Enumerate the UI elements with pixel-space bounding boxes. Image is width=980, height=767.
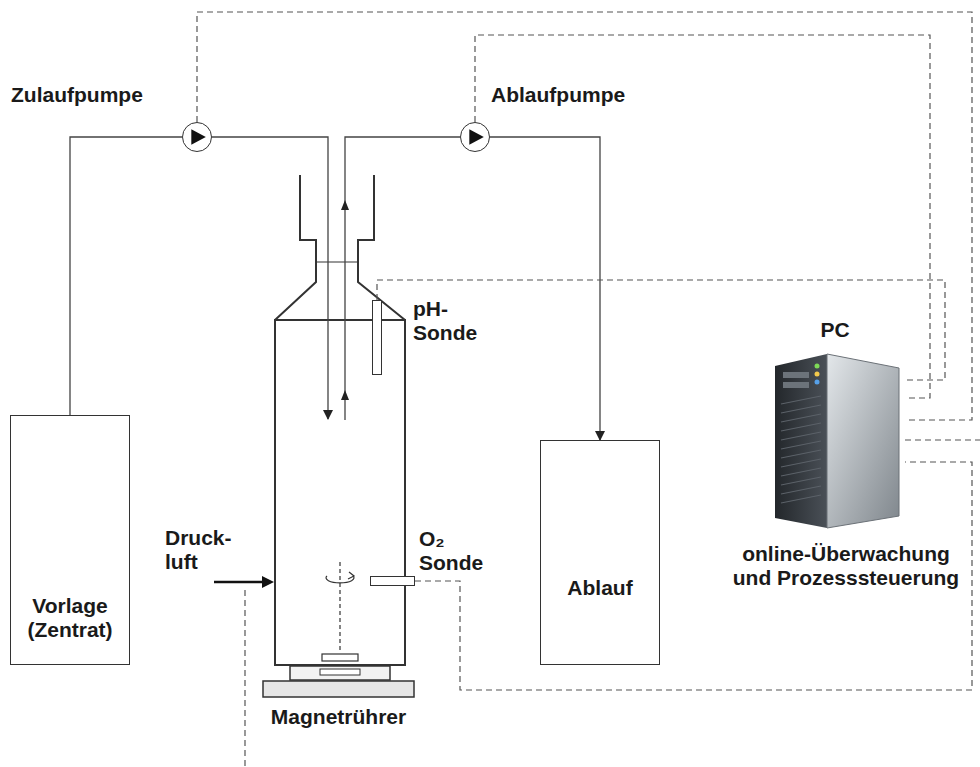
node-label: Vorlage (Zentrat) xyxy=(17,594,123,642)
effluent-pump: Ablaufpumpe xyxy=(460,122,490,152)
feed-pipe xyxy=(70,137,182,415)
node-label: PC xyxy=(765,318,905,342)
node-label: O₂ Sonde xyxy=(419,527,485,575)
stirrer-bar xyxy=(322,562,358,661)
node-label: Ablaufpumpe xyxy=(491,83,625,107)
computer: PConline-Überwachung und Prozesssteuerun… xyxy=(765,352,905,530)
stirrer-plate xyxy=(262,665,415,698)
signal-line xyxy=(197,12,972,420)
effluent-tank: Ablauf xyxy=(540,440,660,665)
ph-probe: pH- Sonde xyxy=(372,300,382,375)
reactor-vessel xyxy=(275,175,405,665)
node-label: Zulaufpumpe xyxy=(11,83,143,107)
pump-symbol xyxy=(461,123,489,151)
node-label: online-Überwachung und Prozesssteuerung xyxy=(728,542,964,590)
magnetic-stirrer: Magnetrührer xyxy=(262,665,415,698)
o2-probe: O₂ Sonde xyxy=(370,576,415,586)
label-text: Druck- luft xyxy=(165,526,237,574)
flow-arrows xyxy=(341,200,349,400)
compressed-air-inlet xyxy=(214,576,274,767)
computer-icon xyxy=(765,352,905,530)
node-label: Ablauf xyxy=(547,576,653,600)
feed-pump: Zulaufpumpe xyxy=(182,122,212,152)
feed-tank: Vorlage (Zentrat) xyxy=(10,415,130,665)
signal-line xyxy=(475,35,930,398)
signal-stub xyxy=(905,439,980,440)
node-label: pH- Sonde xyxy=(413,297,485,345)
node-label: Magnetrührer xyxy=(242,705,435,729)
reactor-pipes xyxy=(212,137,460,420)
effluent-pipe xyxy=(490,137,600,440)
pump-symbol xyxy=(183,123,211,151)
